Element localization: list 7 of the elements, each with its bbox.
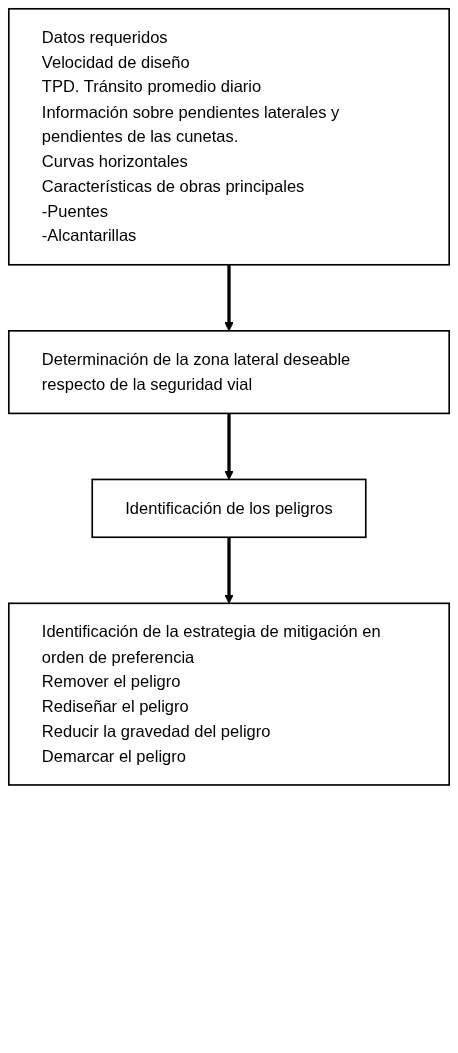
arrow xyxy=(224,413,234,480)
node-box: Identificación de los peligros xyxy=(91,478,367,539)
node-box: Determinación de la zona lateral deseable respecto de la seguridad vial xyxy=(8,330,450,415)
arrow xyxy=(224,264,234,332)
node-box: Datos requeridos Velocidad de diseño TPD. Tránsito promedio diario Información sobre pendientes laterales y pendientes de las cunetas. Curvas horizontales Características de obras principales -Puentes -Alcantarillas xyxy=(8,8,450,266)
arrow xyxy=(224,537,234,604)
node-box: Identificación de la estrategia de mitigación en orden de preferencia Remover el peligro Rediseñar el peligro Reducir la gravedad del peligro Demarcar el peligro xyxy=(8,602,450,786)
